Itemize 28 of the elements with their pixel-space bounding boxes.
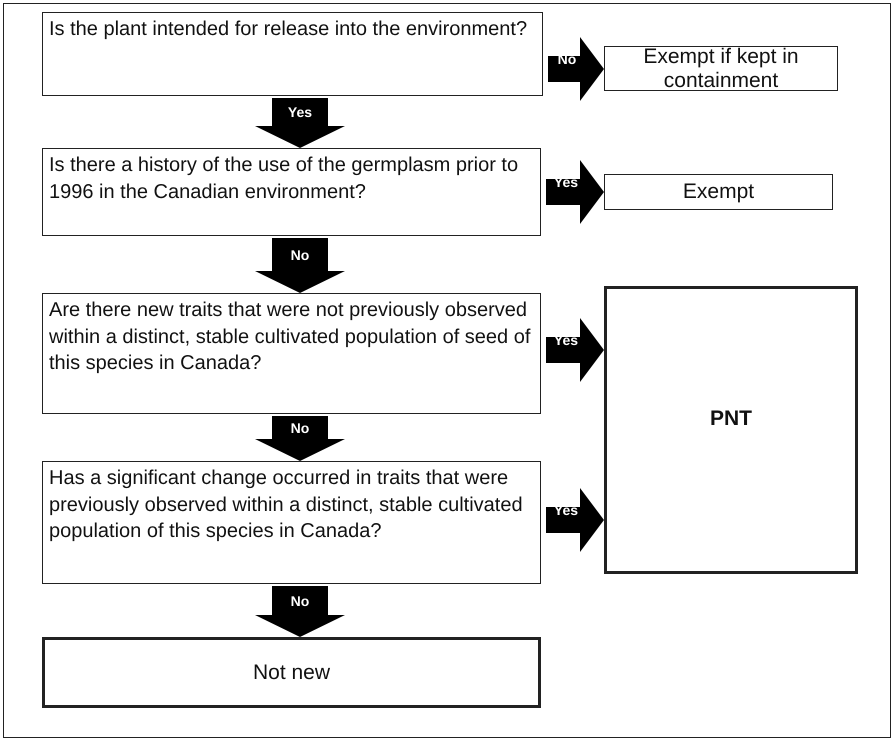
outcome-text: Exempt if kept in containment (642, 44, 800, 92)
edge-label: No (290, 420, 310, 436)
block-arrow (546, 160, 604, 224)
block-arrow (255, 586, 345, 637)
edge-label: No (290, 246, 310, 262)
outcome-box (604, 286, 858, 574)
block-arrow (546, 488, 604, 552)
question-text: Is the plant intended for release into the environment? (49, 17, 528, 42)
question-box (42, 148, 541, 236)
block-arrow (255, 416, 345, 461)
block-arrow (546, 318, 604, 382)
block-arrow (548, 37, 604, 101)
outcome-box (604, 174, 833, 210)
question-text: Has a significant change occurred in traits that were previously observed within a distinct, stable cultivated population of this species in Canada? (49, 466, 524, 544)
question-text: Are there new traits that were not previously observed within a distinct, stable cultivated population of seed of this species in Canada? (49, 298, 532, 376)
outcome-text: PNT (710, 407, 752, 431)
outcome-box (42, 637, 541, 708)
edge-label: Yes (288, 104, 312, 120)
question-box (42, 461, 541, 584)
block-arrow (255, 238, 345, 293)
outcome-box (604, 46, 838, 91)
edge-label: No (290, 592, 310, 608)
block-arrow (255, 98, 345, 148)
question-text: Is there a history of the use of the germplasm prior to 1996 in the Canadian environment? (49, 153, 520, 205)
question-box (42, 12, 543, 96)
outcome-text: Not new (252, 660, 330, 684)
outcome-text: Exempt (682, 180, 754, 204)
question-box (42, 293, 541, 414)
